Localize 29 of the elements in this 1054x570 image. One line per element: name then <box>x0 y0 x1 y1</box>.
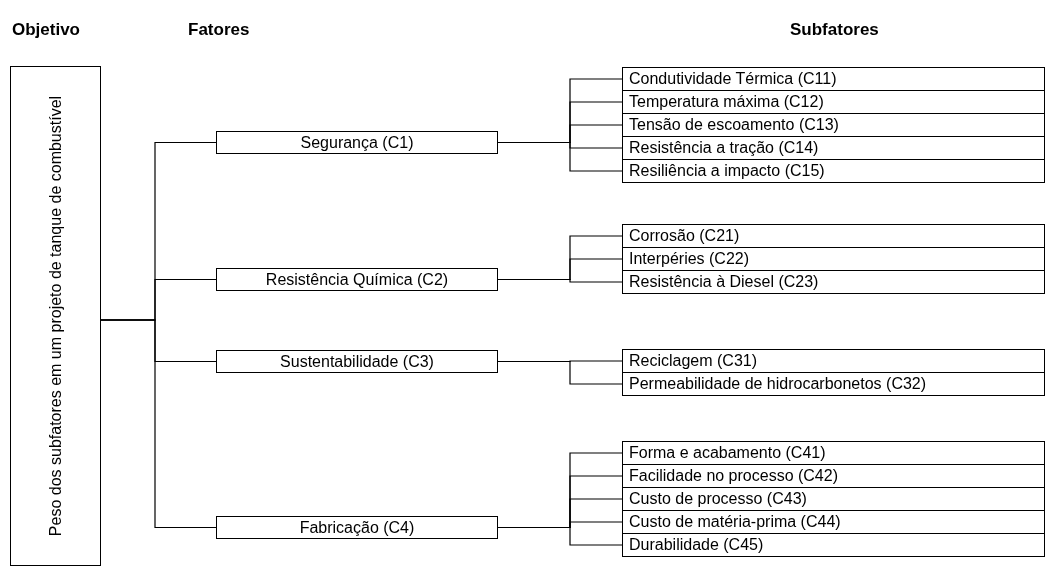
subfactor-box: Forma e acabamento (C41) <box>622 441 1045 465</box>
factor-box: Segurança (C1) <box>216 131 498 154</box>
connector-line <box>497 526 623 546</box>
subfactor-box: Reciclagem (C31) <box>622 349 1045 373</box>
subfactor-box: Resistência à Diesel (C23) <box>622 270 1045 294</box>
objective-box <box>10 66 101 566</box>
connector-line <box>497 141 623 172</box>
objective-text: Peso dos subfatores em um projeto de tanque de combustível <box>45 94 65 539</box>
subfactor-box: Durabilidade (C45) <box>622 533 1045 557</box>
factor-box: Sustentabilidade (C3) <box>216 350 498 373</box>
connector-line <box>497 360 623 385</box>
subfactor-box: Interpéries (C22) <box>622 247 1045 271</box>
connector-line <box>497 278 623 283</box>
column-heading: Subfatores <box>790 20 879 40</box>
connector-line <box>100 319 217 529</box>
subfactor-box: Facilidade no processo (C42) <box>622 464 1045 488</box>
subfactor-box: Temperatura máxima (C12) <box>622 90 1045 114</box>
factor-box: Resistência Química (C2) <box>216 268 498 291</box>
subfactor-box: Resistência a tração (C14) <box>622 136 1045 160</box>
subfactor-box: Corrosão (C21) <box>622 224 1045 248</box>
column-heading: Objetivo <box>12 20 80 40</box>
factor-box: Fabricação (C4) <box>216 516 498 539</box>
subfactor-box: Custo de processo (C43) <box>622 487 1045 511</box>
subfactor-box: Resiliência a impacto (C15) <box>622 159 1045 183</box>
subfactor-box: Custo de matéria-prima (C44) <box>622 510 1045 534</box>
subfactor-box: Condutividade Térmica (C11) <box>622 67 1045 91</box>
subfactor-box: Tensão de escoamento (C13) <box>622 113 1045 137</box>
subfactor-box: Permeabilidade de hidrocarbonetos (C32) <box>622 372 1045 396</box>
column-heading: Fatores <box>188 20 250 40</box>
